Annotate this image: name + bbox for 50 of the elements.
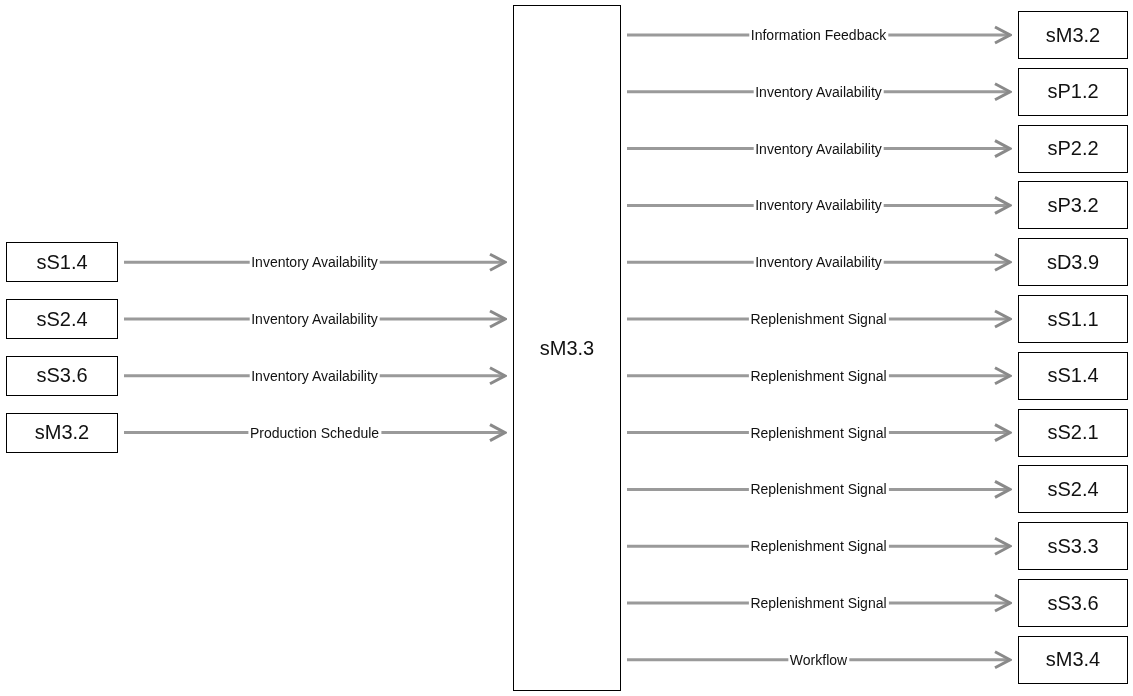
process-box xyxy=(1018,295,1128,343)
process-box xyxy=(1018,579,1128,627)
process-box xyxy=(1018,408,1128,457)
edge-label: Replenishment Signal xyxy=(748,538,889,555)
process-box xyxy=(1018,465,1128,514)
process-box xyxy=(1018,351,1128,400)
edge-label: Replenishment Signal xyxy=(748,595,889,611)
edge-label: Replenishment Signal xyxy=(748,311,889,327)
edge-label: Replenishment Signal xyxy=(748,481,889,498)
node-label: sS3.6 xyxy=(36,364,88,388)
process-box xyxy=(6,355,118,396)
node-label: sD3.9 xyxy=(1046,250,1100,274)
edge-label: Inventory Availability xyxy=(753,254,884,271)
node-label: sP2.2 xyxy=(1047,137,1099,161)
edge-label: Workflow xyxy=(787,651,850,668)
node-label: sM3.2 xyxy=(1045,23,1101,47)
process-box xyxy=(1018,181,1128,230)
process-box xyxy=(6,242,118,283)
node-label: sS2.4 xyxy=(1047,477,1099,501)
node-label: sP3.2 xyxy=(1047,193,1099,217)
process-box xyxy=(1018,238,1128,287)
process-box xyxy=(6,299,118,339)
process-box xyxy=(1018,67,1128,116)
process-box xyxy=(1018,635,1128,684)
edge-label: Inventory Availability xyxy=(753,197,884,214)
process-box xyxy=(1018,124,1128,173)
edge-label: Inventory Availability xyxy=(249,311,380,327)
node-label: sP1.2 xyxy=(1047,80,1099,104)
edge-label: Inventory Availability xyxy=(753,83,884,100)
edge-label: Production Schedule xyxy=(247,424,382,441)
process-box xyxy=(6,412,118,453)
node-label: sS3.6 xyxy=(1047,591,1099,615)
node-label: sM3.2 xyxy=(34,421,90,445)
node-label: sM3.3 xyxy=(539,336,595,360)
process-box xyxy=(1018,522,1128,571)
edge-label: Inventory Availability xyxy=(249,254,380,271)
edge-label: Information Feedback xyxy=(748,27,889,43)
node-label: sS1.1 xyxy=(1047,307,1099,331)
node-label: sS2.4 xyxy=(36,307,88,331)
node-label: sS1.4 xyxy=(1047,364,1099,388)
node-label: sS1.4 xyxy=(36,250,88,274)
node-label: sS3.3 xyxy=(1047,534,1099,558)
process-column xyxy=(513,5,621,691)
edge-label: Inventory Availability xyxy=(753,140,884,157)
node-label: sM3.4 xyxy=(1045,648,1101,672)
process-box xyxy=(1018,11,1128,59)
edge-label: Replenishment Signal xyxy=(748,424,889,441)
edge-label: Inventory Availability xyxy=(249,367,380,384)
edge-label: Replenishment Signal xyxy=(748,367,889,384)
node-label: sS2.1 xyxy=(1047,421,1099,445)
